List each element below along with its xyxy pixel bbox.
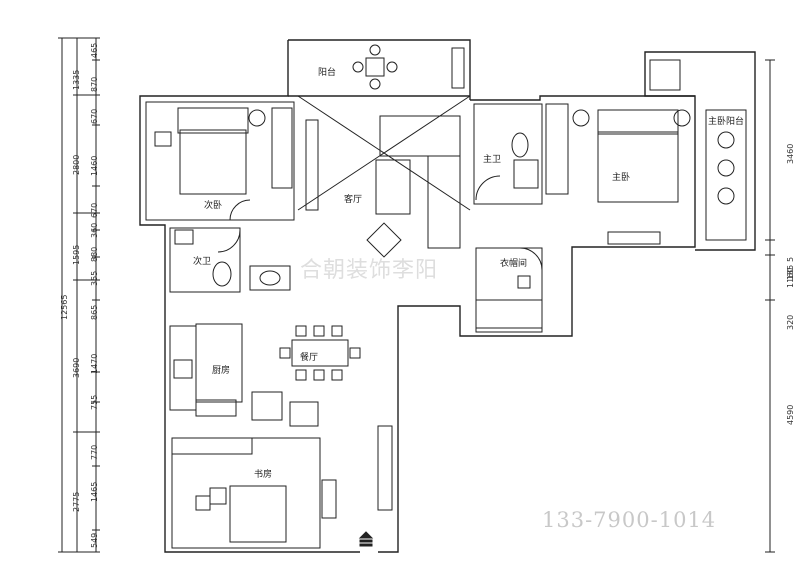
room-label-balcony: 阳台 [318, 68, 337, 78]
dim-right-2: 5 [786, 256, 795, 262]
cloakroom-walls [475, 247, 543, 333]
room-label-kitchen: 厨房 [212, 366, 231, 376]
room-label-master-bath: 主卫 [483, 155, 502, 165]
dim-right-4: 1160 [786, 267, 795, 288]
dim-inner-7: 880 [90, 246, 99, 262]
room-label-dining-room: 餐厅 [300, 353, 319, 363]
dining-table-set [279, 325, 361, 381]
exterior-walls [139, 39, 756, 553]
second-bath-fixtures [169, 227, 291, 293]
dim-middle-1: 1335 [72, 69, 81, 90]
dim-inner-8: 355 [90, 270, 99, 286]
phone-number: 133-7900-1014 [542, 508, 717, 532]
room-label-second-bedroom: 次卧 [204, 201, 223, 211]
balcony-table-set [352, 44, 465, 90]
room-label-cloakroom: 衣帽间 [500, 259, 528, 269]
dim-right-5: 320 [786, 314, 795, 330]
dim-inner-11: 755 [90, 394, 99, 410]
watermark-text: 合朝装饰李阳 [300, 258, 439, 283]
dim-right-6: 4590 [786, 404, 795, 425]
living-room-furniture [297, 95, 471, 258]
dim-middle-2: 2800 [72, 154, 81, 175]
dim-inner-3: 670 [90, 108, 99, 124]
dim-inner-5: 670 [90, 202, 99, 218]
dimension-lines [58, 37, 775, 553]
dim-inner-14: 549 [90, 532, 99, 548]
dim-total: 12565 [60, 294, 69, 320]
entrance-arrow-icon [358, 531, 374, 547]
room-label-study: 书房 [254, 470, 273, 480]
dim-inner-1: 465 [90, 42, 99, 58]
study-furniture [171, 425, 393, 549]
second-bedroom-walls [145, 101, 295, 221]
master-bath-fixtures [473, 103, 543, 205]
dim-inner-9: 865 [90, 304, 99, 320]
room-label-second-bath: 次卫 [193, 257, 212, 267]
dim-middle-4: 3690 [72, 357, 81, 378]
room-label-master-balcony: 主卧阳台 [708, 117, 745, 127]
master-bedroom-furniture [545, 59, 747, 245]
room-label-master-bedroom: 主卧 [612, 173, 631, 183]
dim-inner-10: 1470 [90, 353, 99, 374]
dim-inner-2: 870 [90, 76, 99, 92]
room-label-living-room: 客厅 [344, 195, 363, 205]
dim-inner-4: 1460 [90, 155, 99, 176]
dim-inner-13: 1465 [90, 481, 99, 502]
dim-middle-5: 2775 [72, 491, 81, 512]
dim-inner-12: 770 [90, 444, 99, 460]
dim-middle-3: 1595 [72, 244, 81, 265]
kitchen-fixtures [169, 323, 319, 427]
dim-inner-6: 360 [90, 222, 99, 238]
dim-right-1: 3460 [786, 143, 795, 164]
